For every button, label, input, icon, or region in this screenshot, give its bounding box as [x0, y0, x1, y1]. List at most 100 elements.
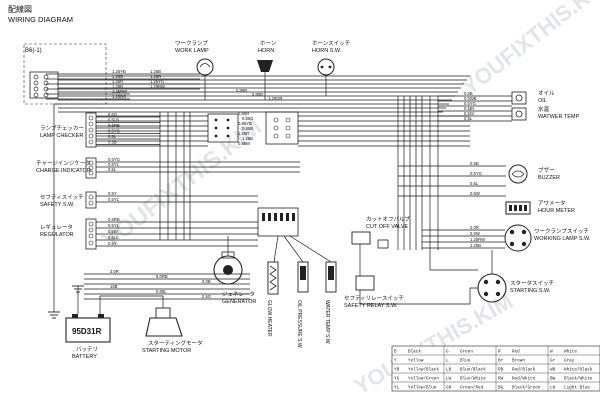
wire-gauge-label: 1.25RW: [112, 89, 127, 94]
wire: [273, 235, 279, 263]
generator-jp: ジェネレータ: [222, 290, 255, 298]
lamp-checker-jp: ランプチェッカー: [40, 125, 84, 132]
generator-en: GENERATOR: [222, 299, 256, 305]
wire-gauge-label: 1.25R: [112, 79, 123, 84]
regulator: レギュレータ REGULATOR: [40, 218, 97, 250]
wire-gauge-label: 0.5B: [464, 91, 473, 96]
fuse-block: [257, 207, 299, 237]
wire-gauge-label: 1.25YB: [112, 69, 126, 74]
color-code-abbr: YL: [394, 386, 400, 391]
color-code-name: Gray: [564, 359, 575, 364]
hour-meter-en: HOUR METER: [538, 208, 575, 214]
oil-pressure-switch-en: OIL PRESSURE S.W.: [296, 300, 302, 349]
horn-en: HORN: [258, 48, 274, 54]
wire-gauge-label: 5.0RB: [156, 274, 168, 279]
horn-switch: ホーンスイッチ HORN S.W.: [312, 40, 350, 76]
color-code-abbr: B: [394, 350, 397, 355]
charge-indicator: チャージインジケータ CHARGE INDICATOR: [36, 157, 97, 179]
color-code-name: White/Black: [564, 368, 593, 373]
color-code-name: Red/Black: [512, 368, 536, 373]
hour-meter-jp: アワメータ: [538, 199, 566, 207]
working-lamp-switch: ワークランプスイッチ WORKING LAMP S.W.: [504, 224, 591, 252]
watermark-top: YOUFIXTHIS.KIM: [458, 0, 600, 100]
oil-pressure-switch: OIL PRESSURE S.W.: [296, 261, 309, 349]
color-code-abbr: GR: [446, 386, 452, 391]
buzzer-icon: [508, 164, 528, 184]
oil-jp: オイル: [538, 90, 555, 97]
wire-gauge-label: 1.25BW: [150, 84, 165, 89]
color-code-abbr: RW: [498, 377, 504, 382]
hour-meter-icon: [505, 201, 531, 215]
wire-gauge-label: 15B: [110, 284, 118, 289]
battery-en: BATTERY: [72, 354, 97, 360]
starting-motor-en: STARTING MOTOR: [142, 348, 191, 354]
title-en: WIRING DIAGRAM: [8, 15, 73, 24]
oil-en: OIL: [538, 98, 547, 104]
temp-sensor-icon: [328, 266, 334, 280]
wire-label-layer: 1.25YB1.25B1.25R1.25B1.25RW1.25BG1.25B1.…: [108, 69, 485, 299]
color-code-name: Blue: [460, 359, 471, 364]
wire-gauge-label: 0.5Lb: [108, 235, 119, 240]
wire-gauge-label: 0.5YL: [108, 162, 120, 167]
color-code-name: Red/White: [512, 377, 536, 382]
color-code-name: Light Blue: [564, 386, 590, 391]
safety-switch: セフティスイッチ SAFETY S.W.: [40, 191, 97, 209]
wire: [429, 250, 478, 271]
relay-icon: [355, 275, 375, 291]
wire-gauge-label: 0.5L: [108, 167, 117, 172]
wire-gauge-label: 0.5Y: [108, 241, 117, 246]
starting-motor: スターティングモータ STARTING MOTOR: [142, 307, 203, 354]
safety-relay-jp: セフティリレースイッチ: [344, 295, 404, 302]
wire-gauge-label: 1.25B: [150, 69, 161, 74]
regulator-jp: レギュレータ: [40, 223, 73, 231]
pressure-sensor-icon: [300, 266, 306, 280]
wire-gauge-label: 0.5B: [470, 161, 479, 166]
wire-harness: [46, 72, 512, 314]
color-code-name: Black: [408, 350, 421, 355]
rotary-switch-icon: [504, 224, 532, 252]
wire-gauge-label: 0.85B: [252, 92, 263, 97]
work-lamp-jp: ワークランプ: [175, 40, 208, 47]
generator: ジェネレータ GENERATOR: [213, 251, 256, 305]
wire-gauge-label: 0.5Br: [464, 106, 475, 111]
oil-icon: [515, 94, 523, 102]
charge-indicator-en: CHARGE INDICATOR: [36, 168, 91, 174]
color-code-abbr: R: [498, 350, 501, 355]
wire-gauge-label: 0.5B: [108, 140, 117, 145]
safety-switch-jp: セフティスイッチ: [40, 194, 84, 201]
watermark-group: YOUFIXTHIS.KIM YOUFIXTHIS.KIM YOUFIXTHIS…: [97, 0, 600, 399]
horn-icon: [257, 60, 273, 72]
color-code-abbr: Br: [498, 359, 504, 364]
wire-gauge-label: 0.85B: [242, 126, 253, 131]
wire-gauge-label: 0.5WB: [464, 96, 477, 101]
color-code-abbr: RB: [498, 368, 504, 373]
connector-id: B6(-1): [25, 48, 42, 54]
wire-gauge-label: 1.25YG: [150, 79, 164, 84]
color-code-abbr: LB: [446, 368, 452, 373]
wire-gauge-label: 0.85L: [156, 289, 167, 294]
battery-model: 95D31R: [72, 327, 102, 336]
ground-icon: [48, 311, 60, 319]
starting-switch-jp: スタータスイッチ: [510, 279, 554, 287]
wire-gauge-label: 0.5LB: [108, 118, 119, 123]
wire-gauge-label: 0.5G: [202, 294, 211, 299]
title-jp: 配線図: [8, 4, 32, 14]
switch-icon: [317, 58, 335, 76]
battery-icon: [65, 317, 111, 343]
battery-jp: バッテリ: [76, 346, 98, 353]
wire-gauge-label: 0.85R: [238, 111, 249, 116]
color-code-abbr: YG: [394, 377, 400, 382]
wire-gauge-label: 0.85YB: [238, 121, 252, 126]
color-code-name: Yellow: [408, 359, 424, 364]
color-code-name: White: [564, 350, 577, 355]
key-switch-icon: [477, 273, 507, 303]
wire-gauge-label: 0.85R: [236, 88, 247, 93]
horn-switch-en: HORN S.W.: [312, 48, 342, 54]
cut-off-valve-jp: カットオフバルブ: [366, 215, 411, 223]
cut-off-valve: カットオフバルブ CUT OFF VALVE: [351, 215, 411, 249]
glow-heater: GLOW HEATER: [266, 261, 279, 337]
wire-gauge-label: 0.5YG: [470, 171, 482, 176]
wire: [359, 287, 478, 305]
battery: 95D31R バッテリ BATTERY: [65, 314, 111, 360]
